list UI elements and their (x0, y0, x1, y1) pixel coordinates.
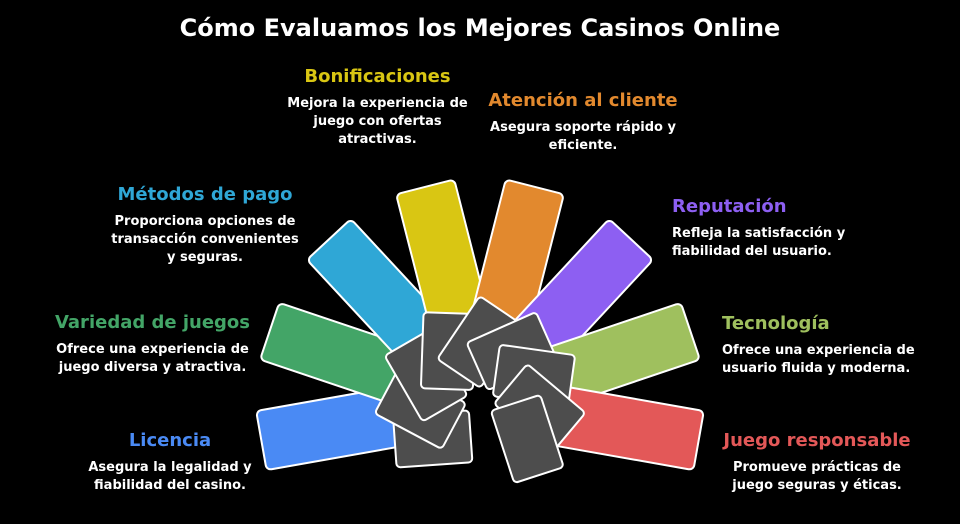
category-title: Métodos de pago (117, 184, 293, 205)
category-licencia: Licencia Asegura la legalidad y fiabilid… (70, 430, 270, 495)
category-description: Ofrece una experiencia de juego diversa … (56, 342, 249, 376)
category-juego-responsable: Juego responsable Promueve prácticas de … (712, 430, 922, 495)
category-description: Proporciona opciones de transacción conv… (111, 214, 299, 266)
category-reputacion: Reputación Refleja la satisfacción y fia… (672, 196, 867, 261)
category-atencion-al-cliente: Atención al cliente Asegura soporte rápi… (488, 90, 678, 155)
category-description: Asegura soporte rápido y eficiente. (490, 120, 676, 154)
category-description: Mejora la experiencia de juego con ofert… (287, 96, 468, 148)
category-title: Atención al cliente (488, 90, 678, 111)
pinwheel-blade (490, 394, 564, 484)
category-description: Asegura la legalidad y fiabilidad del ca… (88, 460, 252, 494)
category-title: Reputación (672, 196, 787, 217)
category-title: Licencia (128, 430, 212, 451)
category-bonificaciones: Bonificaciones Mejora la experiencia de … (285, 66, 470, 150)
center-pinwheel (374, 296, 585, 484)
category-title: Variedad de juegos (54, 312, 251, 333)
category-title: Bonificaciones (304, 66, 451, 87)
page-title: Cómo Evaluamos los Mejores Casinos Onlin… (179, 14, 781, 42)
category-title: Tecnología (722, 313, 830, 334)
category-metodos-de-pago: Métodos de pago Proporciona opciones de … (105, 184, 305, 268)
category-description: Refleja la satisfacción y fiabilidad del… (672, 226, 846, 260)
category-tecnologia: Tecnología Ofrece una experiencia de usu… (722, 313, 922, 378)
category-title: Juego responsable (723, 430, 911, 451)
category-variedad-de-juegos: Variedad de juegos Ofrece una experienci… (50, 312, 255, 377)
category-description: Ofrece una experiencia de usuario fluida… (722, 343, 915, 377)
category-description: Promueve prácticas de juego seguras y ét… (732, 460, 902, 494)
